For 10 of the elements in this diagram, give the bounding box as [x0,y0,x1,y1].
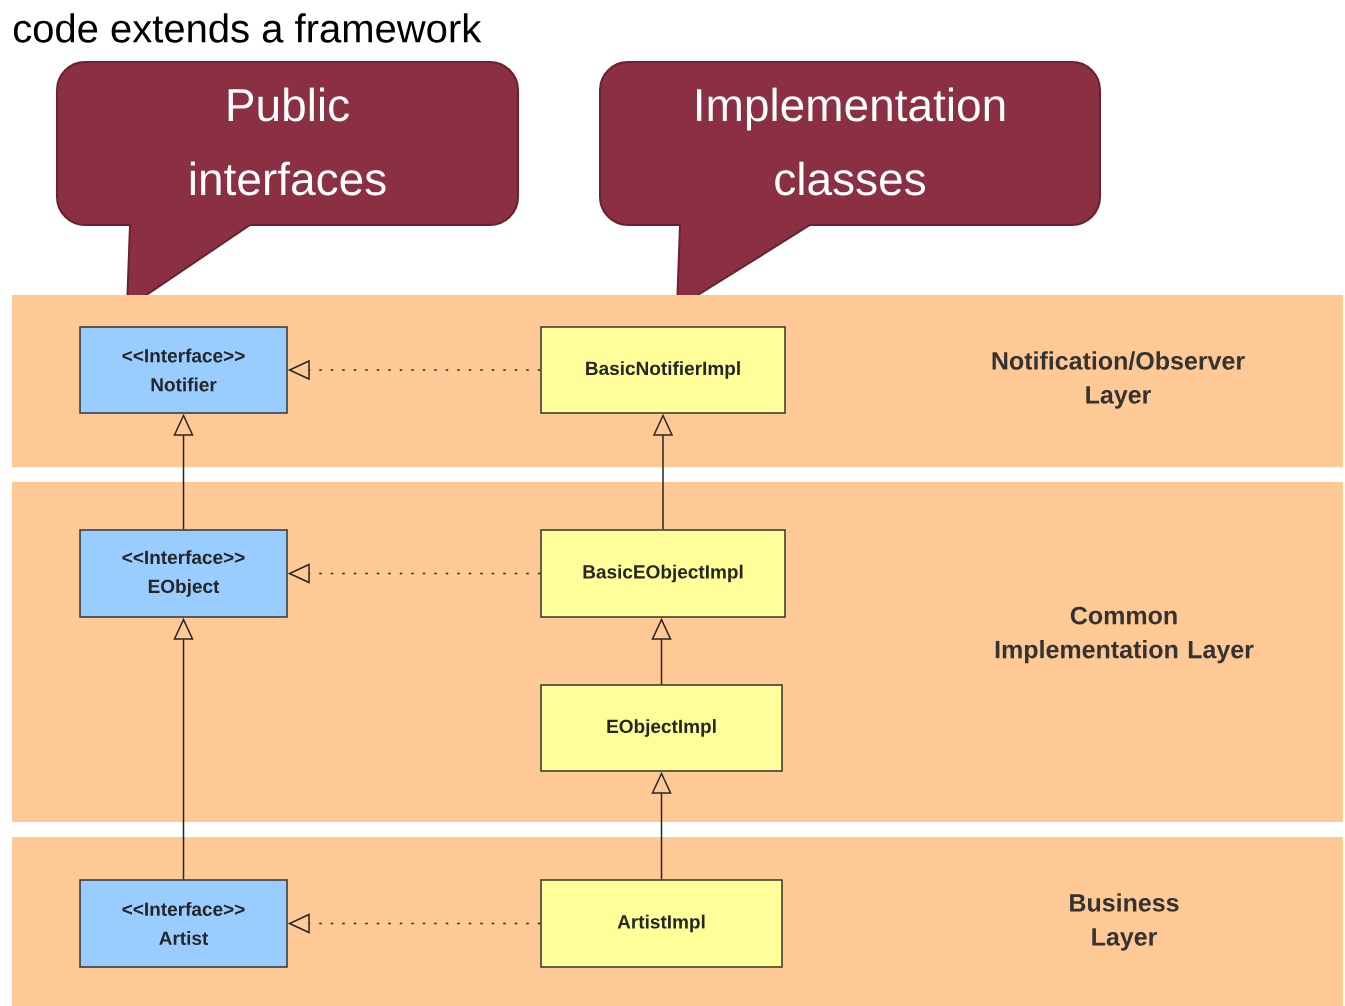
class-box: BasicEObjectImpl [540,529,786,618]
class-box: <<Interface>> Artist [79,879,288,968]
class-box: <<Interface>> Notifier [79,326,288,414]
class-box: ArtistImpl [540,879,783,968]
slide-title: code extends a framework [13,13,482,43]
class-box: <<Interface>> EObject [79,529,288,618]
speech-bubble: Implementation classes [599,61,1101,309]
class-box: BasicNotifierImpl [540,326,786,414]
class-box: EObjectImpl [540,684,783,772]
speech-bubble: Public interfaces [56,61,519,309]
